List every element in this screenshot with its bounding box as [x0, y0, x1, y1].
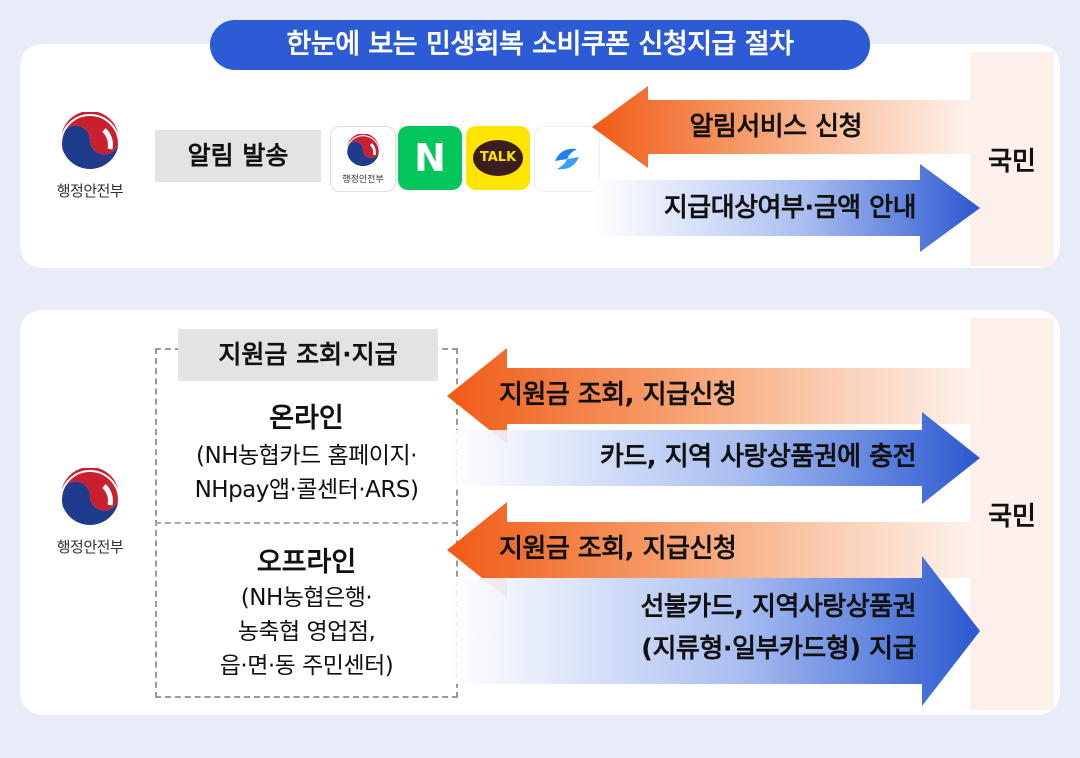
gov-app-icon: 행정안전부	[330, 126, 396, 192]
arrow-offline-request: 지원금 조회, 지급신청	[447, 502, 980, 598]
arrow-eligibility-notice-label: 지급대상여부·금액 안내	[663, 193, 917, 223]
arrow-eligibility-notice: 지급대상여부·금액 안내	[594, 164, 980, 252]
arrow-notification-request-label: 알림서비스 신청	[689, 112, 863, 142]
online-title: 온라인	[269, 403, 344, 434]
offline-desc-line-2: 농축협 영업점,	[237, 619, 376, 645]
online-desc-line-2: NHpay앱·콜센터·ARS)	[194, 477, 419, 503]
citizen-label-top: 국민	[970, 52, 1054, 266]
online-desc-line-1: (NH농협카드 홈페이지·	[196, 443, 417, 469]
arrow-offline-pay-line-1: 선불카드, 지역사랑상품권	[640, 592, 916, 622]
gov-logo-bottom: 행정안전부	[45, 468, 135, 557]
kakaotalk-label: TALK	[473, 140, 523, 176]
gov-logo-top: 행정안전부	[45, 112, 135, 201]
arrow-online-request-label: 지원금 조회, 지급신청	[499, 380, 737, 410]
channel-divider	[155, 522, 458, 524]
arrow-offline-pay-line-2: (지류형·일부카드형) 지급	[641, 634, 916, 664]
citizen-label-bottom: 국민	[970, 318, 1054, 710]
arrow-online-pay-label: 카드, 지역 사랑상품권에 충전	[599, 442, 917, 472]
taegeuk-icon	[58, 468, 122, 532]
offline-title: 오프라인	[256, 547, 357, 578]
kakaotalk-icon: TALK	[466, 126, 530, 190]
arrow-offline-request-label: 지원금 조회, 지급신청	[499, 534, 737, 564]
taegeuk-icon	[58, 112, 122, 176]
arrow-notification-request: 알림서비스 신청	[592, 86, 974, 168]
arrow-online-pay: 카드, 지역 사랑상품권에 충전	[450, 412, 980, 504]
offline-desc-line-1: (NH농협은행·	[240, 585, 373, 611]
arrow-online-request: 지원금 조회, 지급신청	[447, 348, 980, 444]
offline-desc-line-3: 읍·면·동 주민센터)	[219, 653, 394, 679]
channel-box-label: 지원금 조회·지급	[178, 329, 438, 381]
gov-logo-text: 행정안전부	[56, 538, 124, 556]
page-title: 한눈에 보는 민생회복 소비쿠폰 신청지급 절차	[210, 20, 870, 70]
taegeuk-small-icon	[345, 133, 381, 170]
arrow-offline-pay: 선불카드, 지역사랑상품권 (지류형·일부카드형) 지급	[450, 556, 980, 706]
toss-icon	[534, 126, 600, 192]
gov-logo-text: 행정안전부	[56, 182, 124, 200]
gov-app-label: 행정안전부	[342, 174, 384, 185]
naver-icon: N	[398, 126, 462, 190]
send-label: 알림 발송	[155, 130, 321, 182]
